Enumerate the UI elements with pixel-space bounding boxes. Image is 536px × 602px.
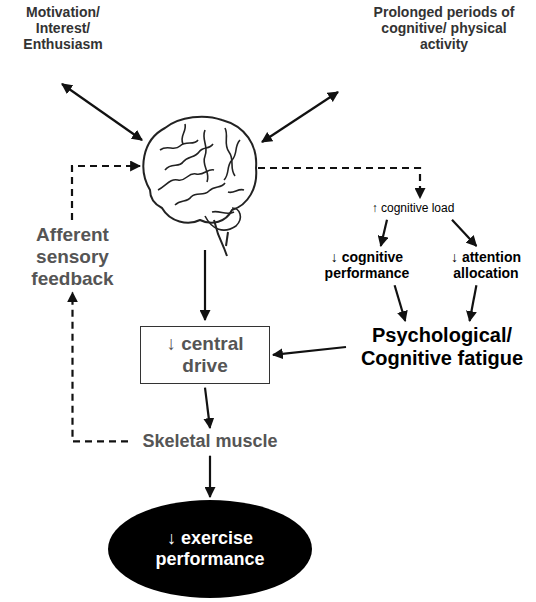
effect-label: ↓ attention allocation: [438, 249, 534, 281]
load-label: ↑ cognitive load: [348, 202, 478, 216]
connector-arrow: [273, 347, 346, 355]
node-text: Afferent sensory feedback: [5, 224, 140, 290]
muscle-label: Skeletal muscle: [132, 431, 288, 452]
node-text: Prolonged periods of cognitive/ physical…: [356, 4, 532, 52]
factor-label: Prolonged periods of cognitive/ physical…: [356, 4, 532, 52]
double-arrow: [262, 92, 338, 142]
connector-arrow: [381, 220, 387, 246]
brain-arrows: [62, 84, 420, 320]
arrow: [204, 250, 206, 320]
node-text: Motivation/ Interest/ Enthusiasm: [4, 4, 122, 52]
node-text: ↑ cognitive load: [348, 202, 478, 216]
node-text: ↓ central drive: [149, 333, 261, 377]
process-box: ↓ central drive: [140, 326, 270, 384]
connector-arrow: [205, 388, 210, 428]
node-text: ↓ cognitive performance: [298, 249, 436, 281]
dashed-arrow: [72, 166, 140, 220]
dashed-arrow: [258, 168, 420, 198]
feedback-label: Afferent sensory feedback: [5, 224, 140, 290]
dashed-connector: [73, 293, 129, 442]
fatigue-label: Psychological/ Cognitive fatigue: [350, 324, 534, 370]
outcome-ellipse: ↓ exercise performance: [108, 500, 312, 598]
connector-arrow: [452, 220, 476, 246]
connector-arrow: [470, 285, 477, 321]
node-text: Psychological/ Cognitive fatigue: [350, 324, 534, 370]
double-arrow: [62, 84, 142, 140]
factor-label: Motivation/ Interest/ Enthusiasm: [4, 4, 122, 52]
node-text: ↓ attention allocation: [438, 249, 534, 281]
node-text: Skeletal muscle: [132, 431, 288, 452]
connector-arrow: [209, 456, 211, 497]
effect-label: ↓ cognitive performance: [298, 249, 436, 281]
node-text: ↓ exercise performance: [134, 528, 286, 569]
brain-illustration: [143, 117, 256, 256]
connector-arrow: [395, 285, 406, 321]
